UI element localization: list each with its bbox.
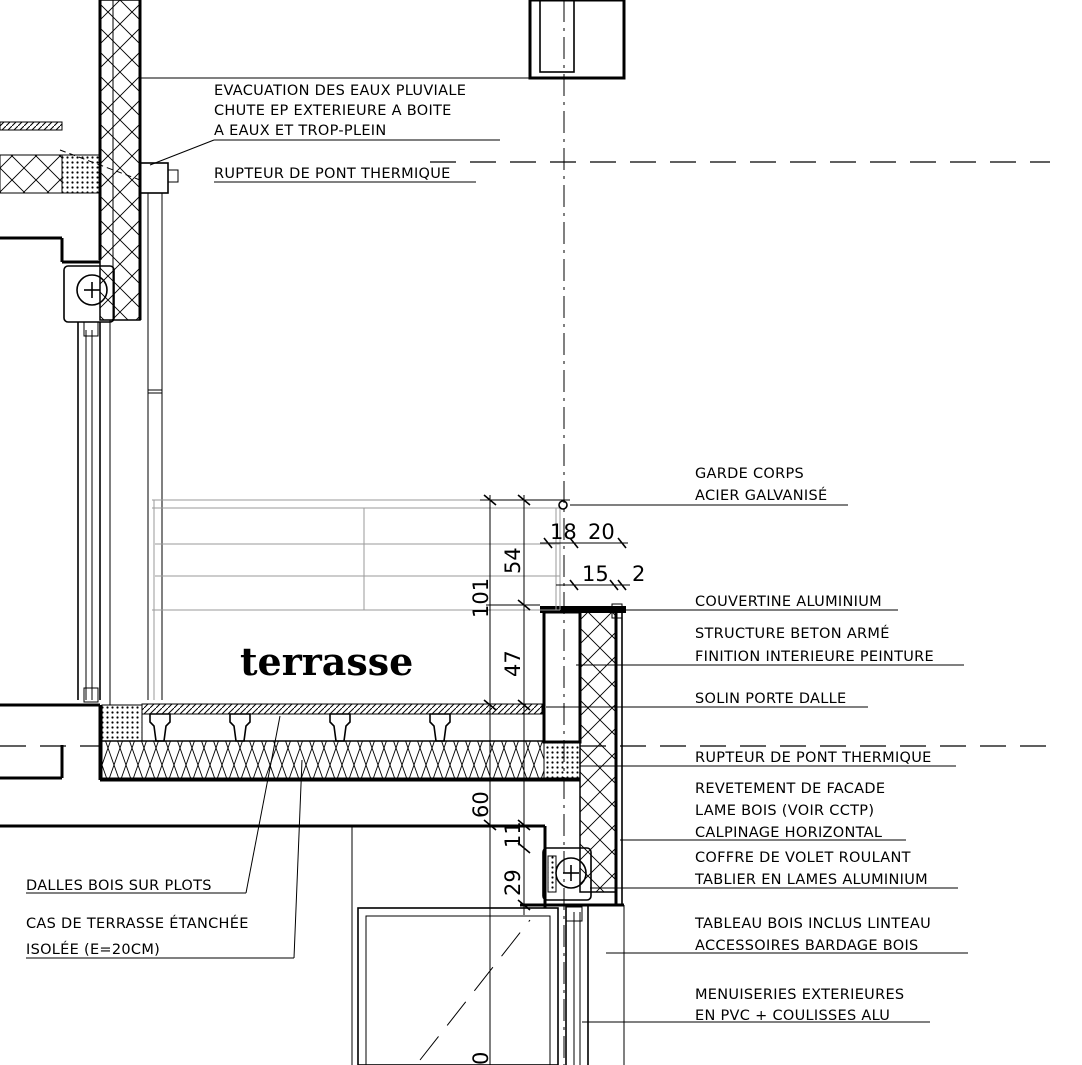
upper-shutter-box: [63, 265, 115, 705]
label-cas-terrasse-2: ISOLÉE (E=20CM): [26, 941, 160, 958]
dim-15: 15: [582, 562, 609, 586]
label-couvertine: COUVERTINE ALUMINIUM: [695, 594, 882, 610]
label-revetement-3: CALPINAGE HORIZONTAL: [695, 825, 882, 841]
dim-54: 54: [501, 547, 525, 574]
label-menuiseries-1: MENUISERIES EXTERIEURES: [695, 987, 904, 1003]
label-revetement-1: REVETEMENT DE FACADE: [695, 781, 885, 797]
dim-18: 18: [550, 520, 577, 544]
label-garde-corps-2: ACIER GALVANISÉ: [695, 487, 827, 504]
label-revetement-2: LAME BOIS (VOIR CCTP): [695, 803, 874, 819]
label-coffre-1: COFFRE DE VOLET ROULANT: [695, 850, 911, 866]
parapet-wall: [357, 603, 626, 1065]
label-solin: SOLIN PORTE DALLE: [695, 691, 846, 707]
dimension-lines: [480, 494, 630, 1065]
label-evacuation-2: CHUTE EP EXTERIEURE A BOITE: [214, 103, 452, 119]
label-structure-2: FINITION INTERIEURE PEINTURE: [695, 649, 934, 665]
annotation-labels: EVACUATION DES EAUX PLUVIALE CHUTE EP EX…: [26, 83, 934, 1024]
label-coffre-2: TABLIER EN LAMES ALUMINIUM: [694, 872, 928, 888]
dim-101: 101: [469, 578, 493, 618]
label-tableau-1: TABLEAU BOIS INCLUS LINTEAU: [694, 916, 931, 932]
label-garde-corps-1: GARDE CORPS: [695, 466, 804, 482]
label-structure-1: STRUCTURE BETON ARMÉ: [695, 625, 890, 642]
label-cas-terrasse-1: CAS DE TERRASSE ÉTANCHÉE: [26, 915, 249, 932]
label-rupteur-bottom: RUPTEUR DE PONT THERMIQUE: [695, 750, 932, 766]
room-label-terrasse: terrasse: [240, 639, 413, 684]
label-rupteur-top: RUPTEUR DE PONT THERMIQUE: [214, 166, 451, 182]
label-dalles: DALLES BOIS SUR PLOTS: [26, 878, 212, 894]
upper-window-right: [528, 0, 626, 80]
dim-2: 2: [632, 562, 645, 586]
dimension-texts: 101 54 47 18 20 15 2 60 11 29 0: [469, 520, 645, 1065]
terrace-slab: [0, 703, 581, 1065]
dim-0: 0: [469, 1052, 493, 1065]
label-evacuation-1: EVACUATION DES EAUX PLUVIALE: [214, 83, 466, 99]
dim-60: 60: [469, 791, 493, 818]
dim-47: 47: [501, 650, 525, 677]
label-evacuation-3: A EAUX ET TROP-PLEIN: [214, 123, 387, 139]
label-menuiseries-2: EN PVC + COULISSES ALU: [695, 1008, 890, 1024]
dim-11: 11: [501, 821, 525, 848]
label-tableau-2: ACCESSOIRES BARDAGE BOIS: [695, 938, 919, 954]
upper-wall: [0, 0, 179, 700]
dim-29: 29: [501, 869, 525, 896]
dim-20: 20: [588, 520, 615, 544]
leader-lines: [26, 77, 968, 1023]
